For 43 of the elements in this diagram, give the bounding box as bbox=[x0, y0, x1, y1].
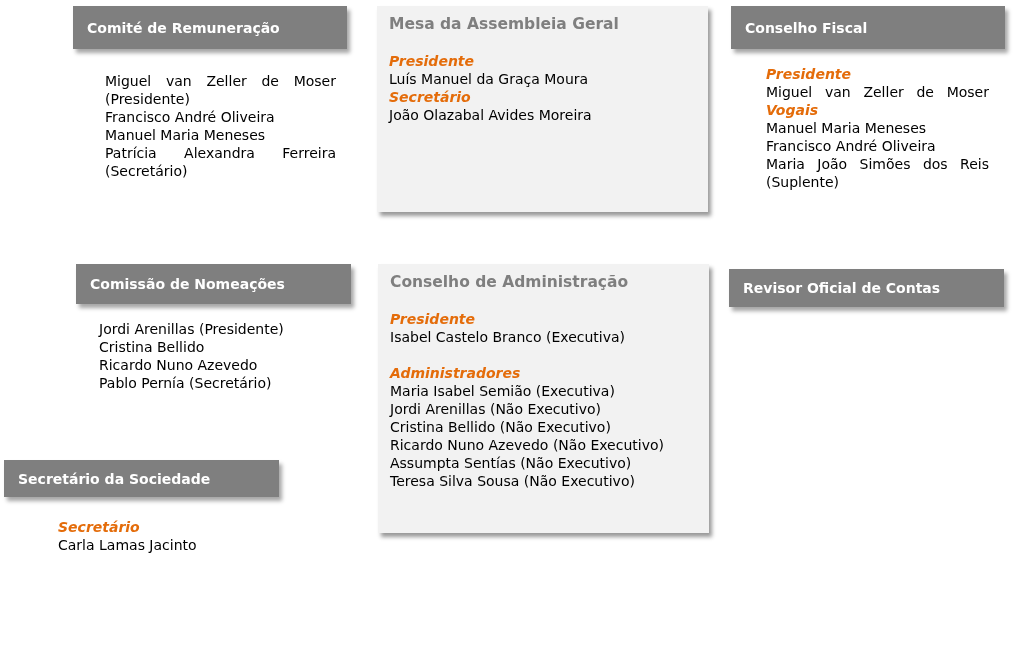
bar-title: Conselho Fiscal bbox=[745, 18, 868, 37]
member-name: Pablo Pernía (Secretário) bbox=[99, 374, 272, 392]
header-bar bbox=[73, 6, 347, 49]
member-name: Cristina Bellido (Não Executivo) bbox=[390, 418, 611, 436]
member-name: Carla Lamas Jacinto bbox=[58, 536, 197, 554]
panel-title: Mesa da Assembleia Geral bbox=[389, 14, 619, 34]
info-panel bbox=[377, 6, 708, 212]
member-name: Jordi Arenillas (Não Executivo) bbox=[390, 400, 602, 418]
member-name: Ricardo Nuno Azevedo bbox=[99, 356, 258, 374]
bar-title: Secretário da Sociedade bbox=[18, 469, 211, 488]
bar-title: Revisor Oficial de Contas bbox=[743, 279, 941, 297]
role-heading: Presidente bbox=[389, 52, 475, 70]
member-name: Manuel Maria Meneses bbox=[105, 126, 266, 144]
bar-title: Comité de Remuneração bbox=[87, 18, 280, 37]
member-name: Francisco André Oliveira bbox=[105, 108, 275, 126]
header-bar bbox=[4, 460, 279, 497]
member-name: Assumpta Sentías (Não Executivo) bbox=[390, 454, 632, 472]
role-heading: Secretário bbox=[389, 88, 471, 106]
role-heading: Vogais bbox=[766, 101, 819, 119]
member-name: Teresa Silva Sousa (Não Executivo) bbox=[390, 472, 635, 490]
member-name: Ricardo Nuno Azevedo (Não Executivo) bbox=[390, 436, 664, 454]
member-name: Luís Manuel da Graça Moura bbox=[389, 70, 589, 88]
role-heading: Administradores bbox=[390, 364, 521, 382]
member-name: Jordi Arenillas (Presidente) bbox=[99, 320, 284, 338]
panel-title: Conselho de Administração bbox=[390, 272, 629, 292]
role-heading: Presidente bbox=[766, 65, 852, 83]
member-name: Francisco André Oliveira bbox=[766, 137, 936, 155]
member-name: Maria João Simões dos Reis (Suplente) bbox=[766, 155, 989, 191]
bar-title: Comissão de Nomeações bbox=[90, 275, 285, 293]
role-heading: Secretário bbox=[58, 518, 140, 536]
member-name: Cristina Bellido bbox=[99, 338, 205, 356]
member-name: João Olazabal Avides Moreira bbox=[389, 106, 592, 124]
info-panel bbox=[378, 264, 709, 533]
member-name: Patrícia Alexandra Ferreira (Secretário) bbox=[105, 144, 336, 180]
member-name: Miguel van Zeller de Moser bbox=[766, 83, 989, 101]
role-heading: Presidente bbox=[390, 310, 476, 328]
header-bar bbox=[729, 269, 1004, 307]
member-name: Manuel Maria Meneses bbox=[766, 119, 927, 137]
member-name: Miguel van Zeller de Moser (Presidente) bbox=[105, 72, 336, 108]
header-bar bbox=[731, 6, 1005, 49]
header-bar bbox=[76, 264, 351, 304]
member-name: Isabel Castelo Branco (Executiva) bbox=[390, 328, 626, 346]
member-name: Maria Isabel Semião (Executiva) bbox=[390, 382, 615, 400]
